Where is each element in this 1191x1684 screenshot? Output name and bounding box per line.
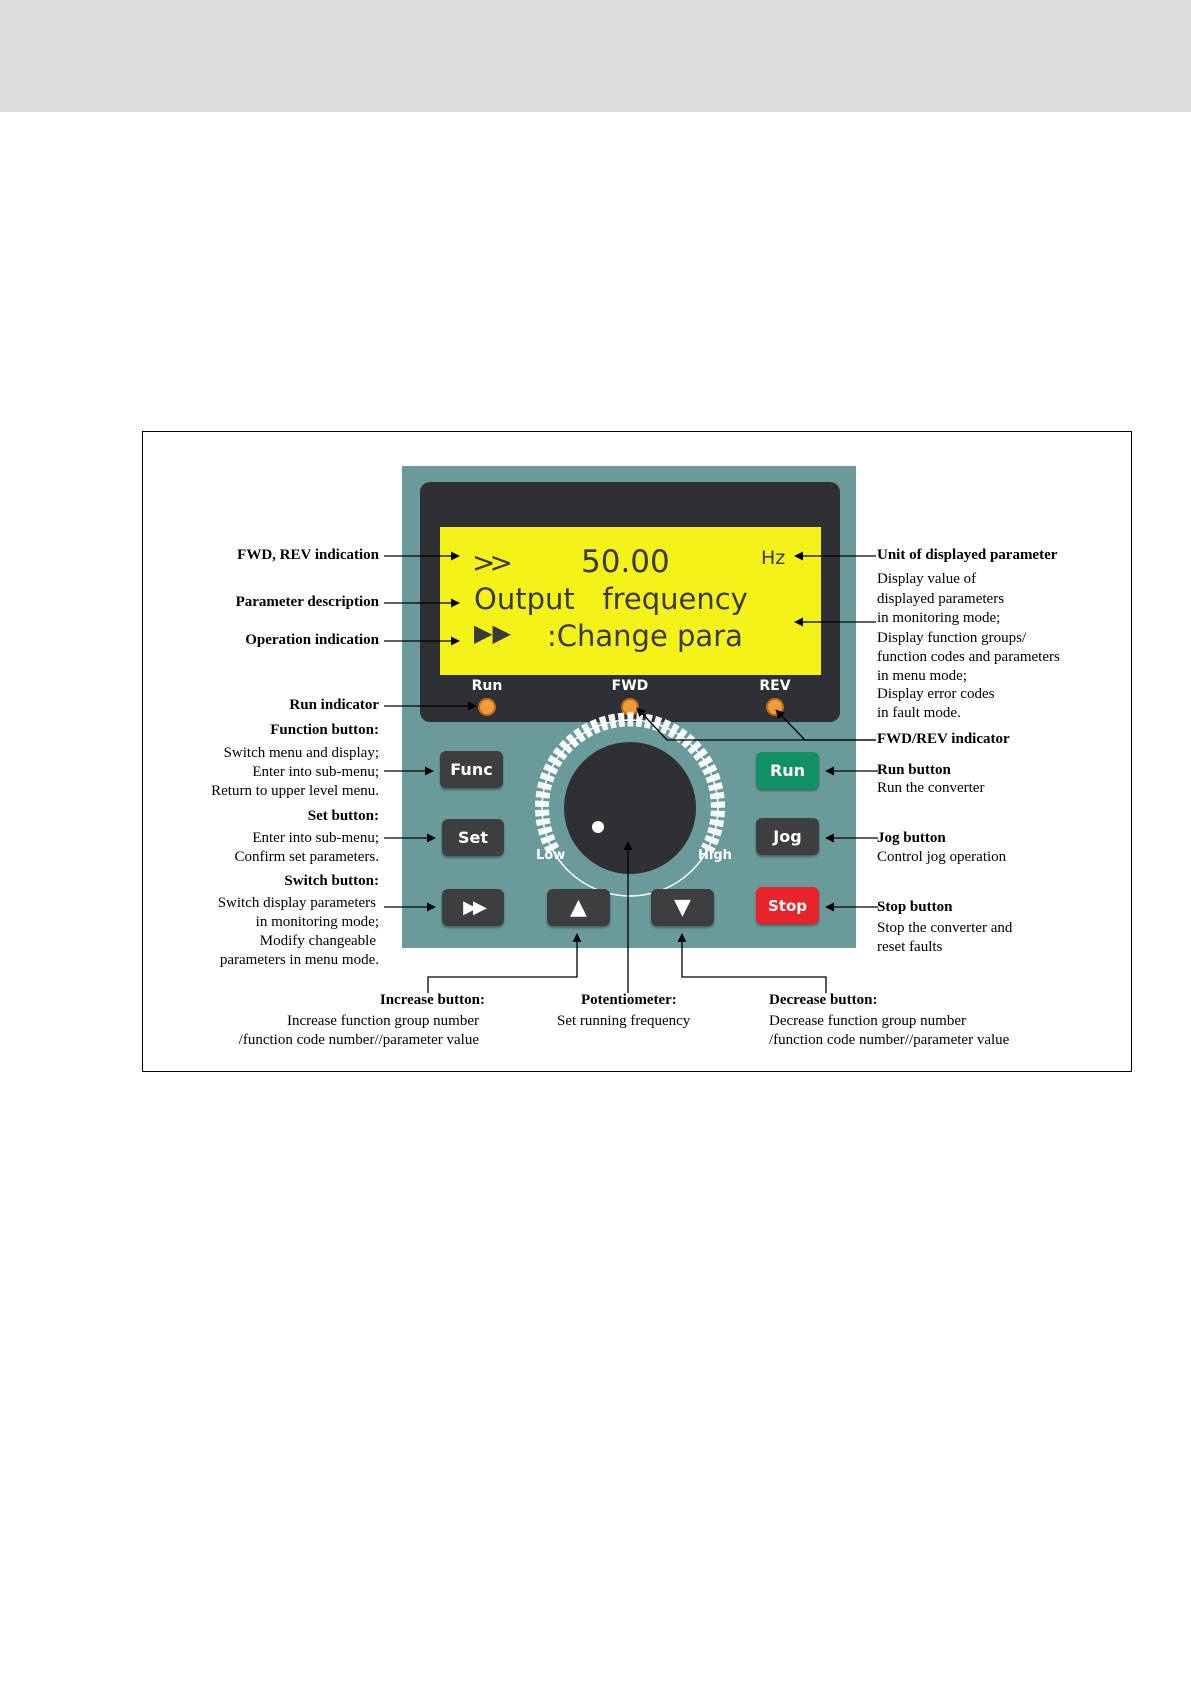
switch-button-line-2: in monitoring mode; bbox=[255, 914, 379, 930]
display-value-line-2: displayed parameters bbox=[877, 591, 1005, 607]
switch-key[interactable]: ▶▶ bbox=[442, 889, 504, 926]
display-value-line-8: in fault mode. bbox=[877, 705, 961, 721]
rev-indicator-label: REV bbox=[759, 678, 791, 694]
run-key[interactable]: Run bbox=[756, 752, 819, 789]
label-fwd-rev-indicator: FWD/REV indicator bbox=[877, 731, 1010, 747]
switch-button-line-3: Modify changeable bbox=[259, 933, 376, 949]
display-value-line-1: Display value of bbox=[877, 571, 977, 587]
label-increase-button: Increase button: bbox=[379, 992, 485, 1008]
increase-key[interactable]: ▲ bbox=[547, 889, 610, 926]
label-potentiometer: Potentiometer: bbox=[581, 992, 677, 1008]
lcd-parameter-description: Output frequency bbox=[474, 582, 748, 616]
label-run-button: Run button bbox=[877, 762, 951, 778]
knob-low-label: Low bbox=[536, 848, 566, 863]
knob-high-label: High bbox=[698, 848, 732, 863]
lcd-direction-symbol: >> bbox=[472, 546, 513, 579]
lcd-operation-indication: :Change para bbox=[547, 619, 743, 653]
lcd-value: 50.00 bbox=[581, 544, 670, 580]
display-value-line-4: Display function groups/ bbox=[877, 630, 1027, 646]
decrease-button-line-2: /function code number//parameter value bbox=[769, 1032, 1010, 1048]
run-indicator-led bbox=[478, 698, 496, 716]
increase-button-arrow bbox=[427, 933, 582, 993]
label-operation-indication: Operation indication bbox=[245, 632, 379, 648]
label-unit-of-displayed-parameter: Unit of displayed parameter bbox=[877, 547, 1058, 563]
diagram-frame bbox=[142, 431, 1132, 1072]
lcd-unit: Hz bbox=[761, 547, 786, 569]
stop-button-line-2: reset faults bbox=[877, 939, 943, 955]
decrease-key[interactable]: ▼ bbox=[651, 889, 714, 926]
function-button-line-3: Return to upper level menu. bbox=[211, 783, 379, 799]
knob-dot bbox=[592, 821, 604, 833]
display-value-line-6: in menu mode; bbox=[877, 668, 967, 684]
switch-button-line-4: parameters in menu mode. bbox=[219, 952, 379, 968]
function-button-line-1: Switch menu and display; bbox=[223, 745, 379, 761]
label-fwd-rev-indication: FWD, REV indication bbox=[237, 547, 379, 563]
set-button-line-1: Enter into sub-menu; bbox=[252, 830, 379, 846]
fwd-indicator-arrow bbox=[636, 707, 876, 741]
label-run-indicator: Run indicator bbox=[289, 697, 379, 713]
jog-key[interactable]: Jog bbox=[756, 818, 819, 855]
func-key[interactable]: Func bbox=[440, 751, 503, 788]
run-indicator-label: Run bbox=[471, 678, 503, 694]
increase-button-line-1: Increase function group number bbox=[286, 1013, 479, 1029]
stop-key[interactable]: Stop bbox=[756, 887, 819, 924]
knob-scale-arc bbox=[535, 712, 725, 854]
label-decrease-button: Decrease button: bbox=[769, 992, 878, 1008]
header-band bbox=[0, 0, 1191, 112]
label-function-button: Function button: bbox=[270, 722, 379, 738]
display-value-line-7: Display error codes bbox=[877, 686, 995, 702]
label-switch-button: Switch button: bbox=[284, 873, 379, 889]
display-value-line-3: in monitoring mode; bbox=[877, 610, 1001, 626]
set-key[interactable]: Set bbox=[442, 819, 504, 856]
label-stop-button: Stop button bbox=[877, 899, 953, 915]
function-button-line-2: Enter into sub-menu; bbox=[252, 764, 379, 780]
label-jog-button: Jog button bbox=[877, 830, 946, 846]
lcd-operation-arrows: ▶▶ bbox=[474, 619, 511, 647]
label-set-button: Set button: bbox=[307, 808, 379, 824]
run-button-desc: Run the converter bbox=[877, 780, 985, 796]
rev-indicator-arrow bbox=[775, 709, 876, 741]
display-value-line-5: function codes and parameters bbox=[877, 649, 1060, 665]
stop-button-line-1: Stop the converter and bbox=[877, 920, 1013, 936]
increase-button-line-2: /function code number//parameter value bbox=[238, 1032, 479, 1048]
lcd-display: >> 50.00 Hz Output frequency ▶▶ :Change … bbox=[440, 527, 821, 675]
potentiometer-knob bbox=[564, 742, 696, 874]
jog-button-desc: Control jog operation bbox=[877, 849, 1007, 865]
decrease-button-line-1: Decrease function group number bbox=[769, 1013, 967, 1029]
label-parameter-description: Parameter description bbox=[235, 594, 379, 610]
set-button-line-2: Confirm set parameters. bbox=[234, 849, 379, 865]
decrease-button-arrow bbox=[677, 933, 827, 993]
fwd-indicator-label: FWD bbox=[611, 678, 649, 694]
switch-button-line-1: Switch display parameters bbox=[217, 895, 376, 911]
potentiometer-desc: Set running frequency bbox=[557, 1013, 691, 1029]
